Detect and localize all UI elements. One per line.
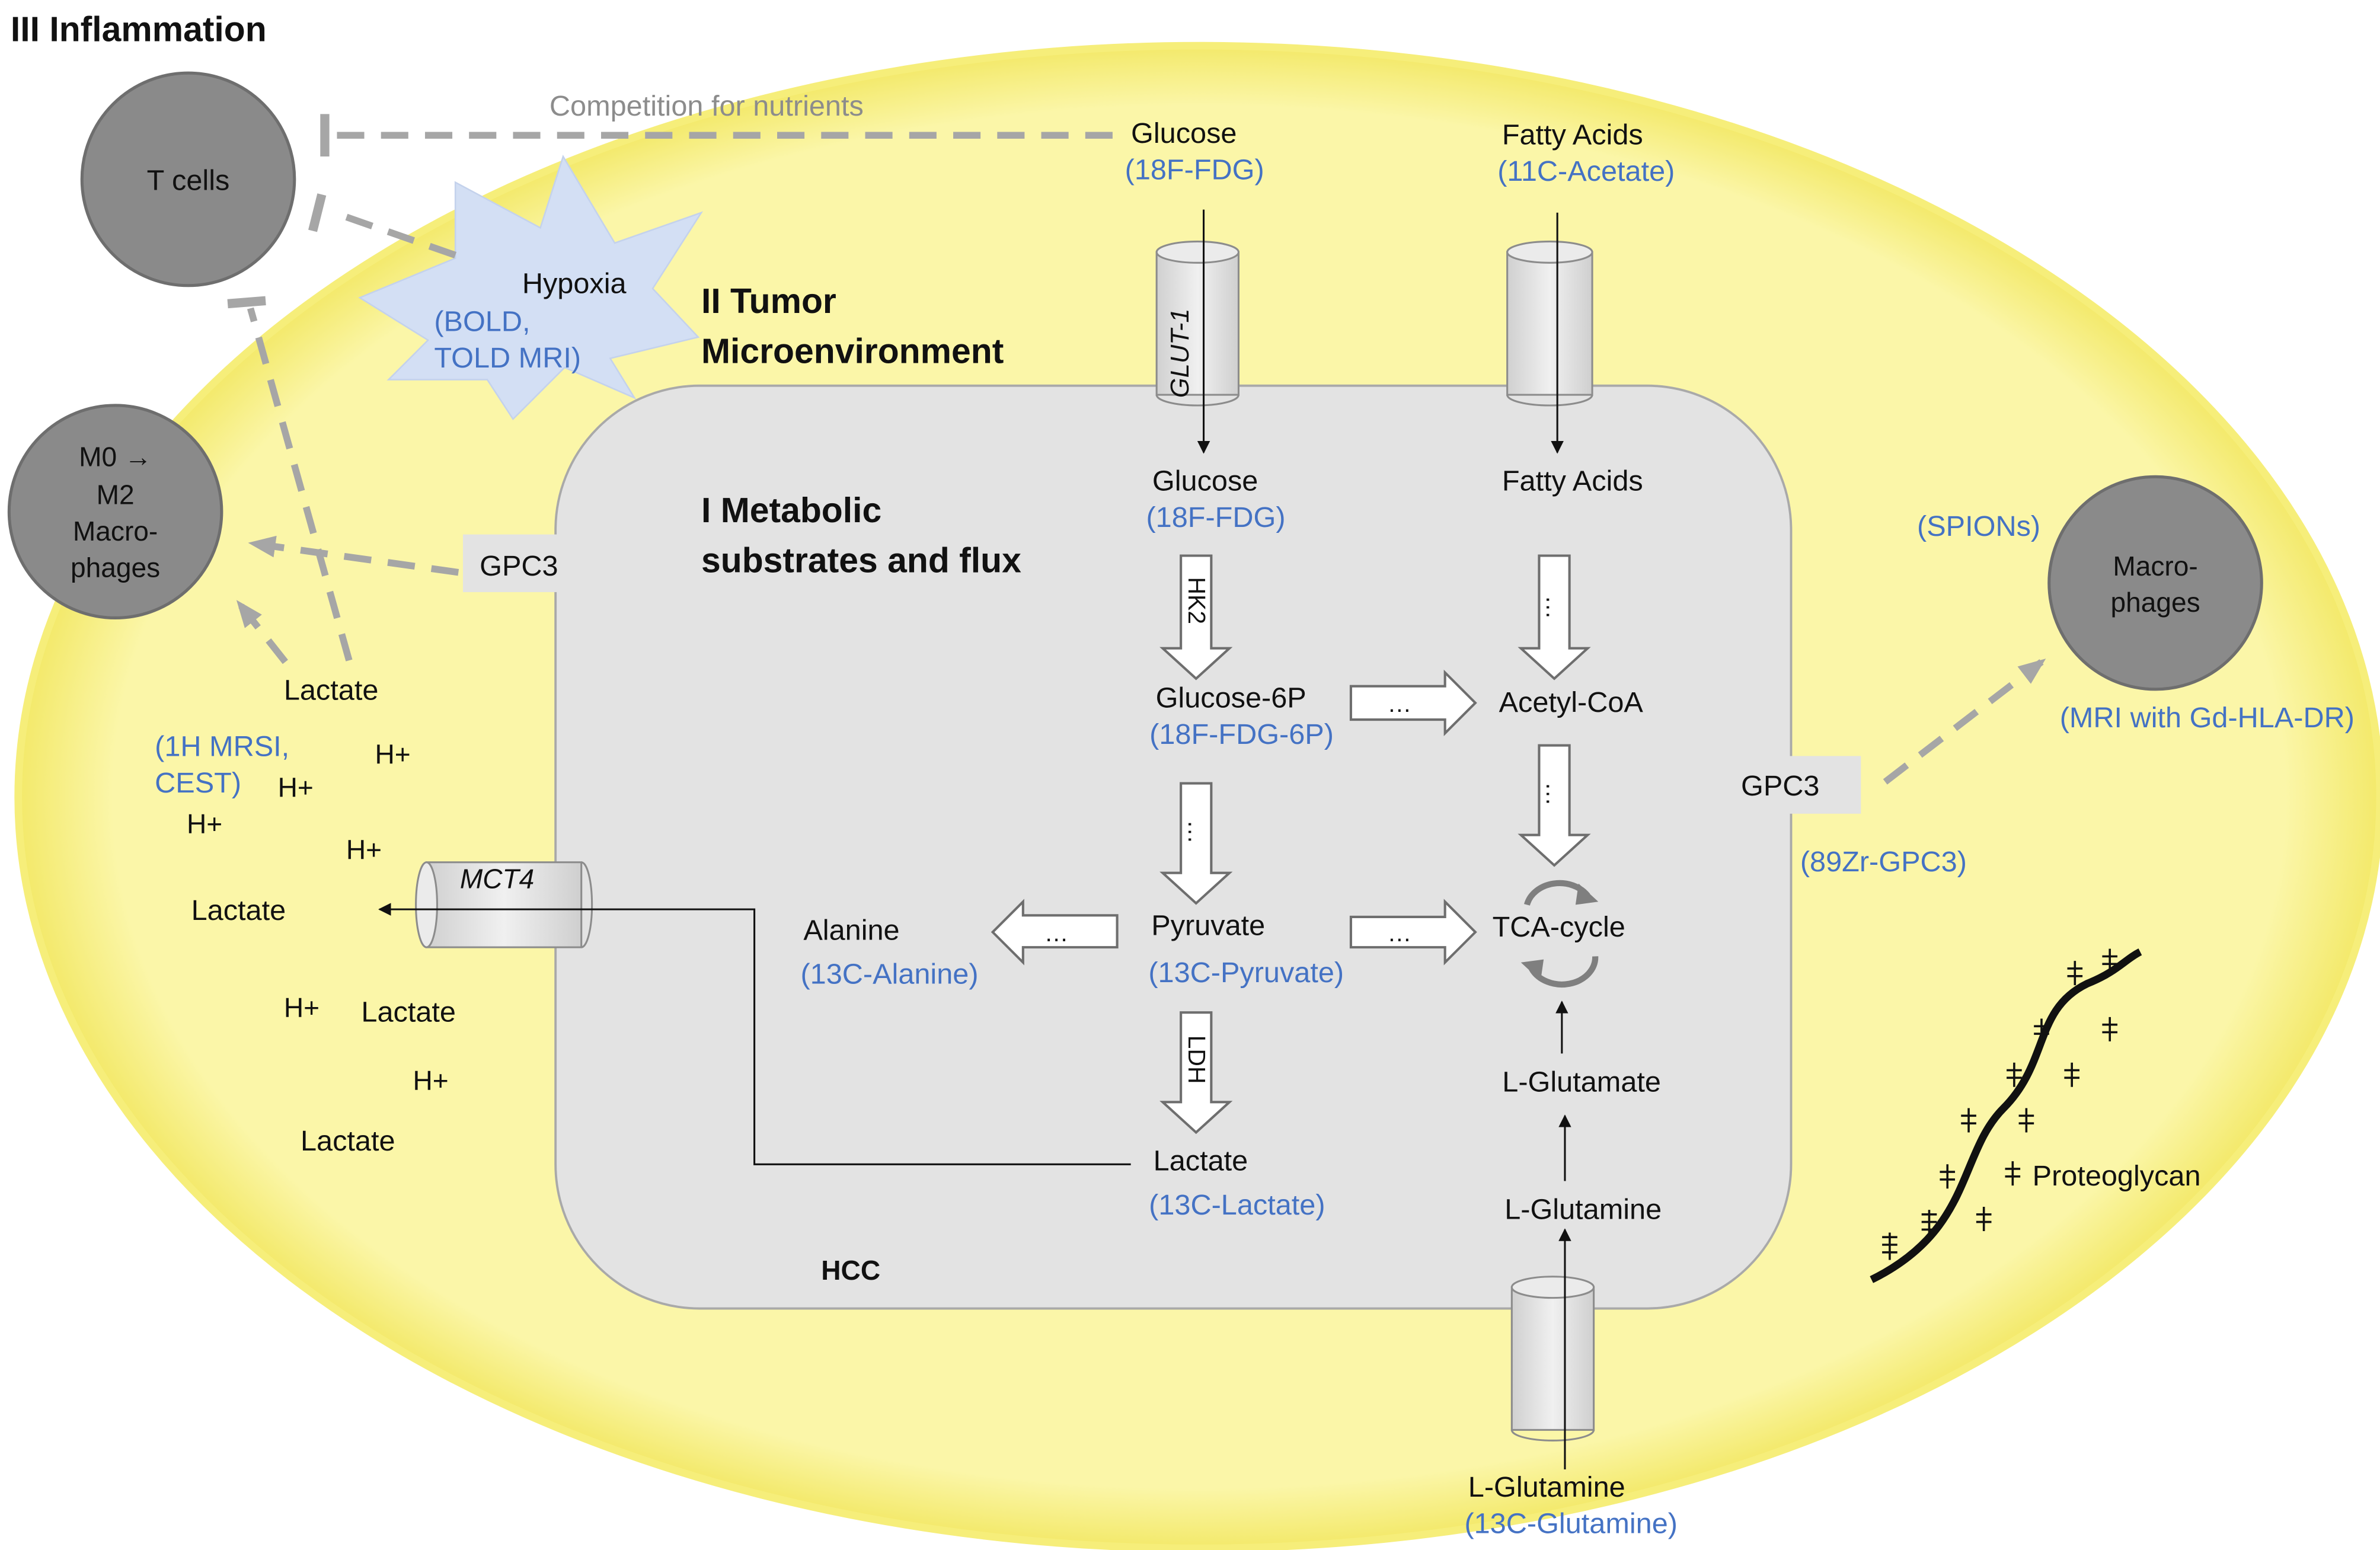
g6p-to-acetylcoa-arrow — [1349, 669, 1477, 737]
alanine-probe: (13C-Alanine) — [800, 958, 978, 990]
proton-5: H+ — [284, 992, 320, 1023]
pyruvate-probe: (13C-Pyruvate) — [1148, 957, 1344, 989]
macro-label-1: Macro- — [2113, 551, 2197, 581]
glut1-transporter — [1155, 240, 1239, 407]
ellipsis-fatty: … — [1541, 595, 1568, 619]
ldh-label: LDH — [1183, 1036, 1210, 1084]
spions-label: (SPIONs) — [1917, 510, 2040, 542]
l-glutamine-in: L-Glutamine — [1504, 1193, 1662, 1225]
gpc3-to-macrophage-line — [1883, 659, 2046, 785]
l-glutamate: L-Glutamate — [1502, 1066, 1661, 1098]
ext-lactate-mid: Lactate — [191, 894, 286, 926]
pyruvate: Pyruvate — [1151, 910, 1265, 942]
inhibition-bar-lactate — [227, 296, 266, 309]
fatty-acids-out: Fatty Acids — [1502, 119, 1643, 151]
macro-probe-label: (MRI with Gd-HLA-DR) — [2060, 702, 2355, 734]
pyruvate-to-alanine-arrow — [991, 899, 1119, 966]
t-cell-label: T cells — [147, 164, 230, 196]
hypoxia-inhibition-line — [333, 209, 457, 258]
g6p-to-pyruvate-arrow — [1159, 782, 1233, 905]
ellipsis-pyruvate-tca: … — [1387, 919, 1411, 947]
lactate-to-m2-line — [236, 600, 288, 664]
gpc3-to-m2-line — [248, 535, 459, 576]
glucose-out-probe: (18F-FDG) — [1125, 154, 1264, 186]
ellipsis-g6p-pyruvate: … — [1183, 820, 1210, 844]
fatty-acid-transporter — [1506, 240, 1593, 407]
proton-6: H+ — [413, 1065, 448, 1096]
m0m2-label-3: Macro- — [73, 516, 158, 547]
glut1-label: GLUT-1 — [1166, 308, 1194, 398]
hypoxia-star — [358, 154, 704, 421]
pyruvate-to-tca-arrow — [1349, 899, 1477, 966]
section-title-microenvironment-1: II Tumor — [701, 282, 836, 321]
t-cell — [80, 71, 296, 287]
m0m2-label-4: phages — [71, 552, 160, 583]
ldh-arrow — [1159, 1011, 1233, 1134]
glutamine-transporter — [1510, 1276, 1595, 1442]
alanine: Alanine — [803, 914, 899, 946]
lactate-probe-2: CEST) — [155, 767, 241, 799]
proton-2: H+ — [278, 772, 314, 803]
proton-1: H+ — [375, 739, 410, 769]
gpc3-probe-label: (89Zr-GPC3) — [1800, 846, 1967, 878]
fatty-to-acetylcoa-arrow — [1518, 554, 1591, 680]
lactate-export-line — [378, 903, 1131, 1165]
fatty-acids-in: Fatty Acids — [1502, 465, 1643, 497]
hypoxia-label: Hypoxia — [522, 268, 627, 300]
hypoxia-probe-1: (BOLD, — [434, 306, 530, 338]
competition-label: Competition for nutrients — [550, 90, 864, 122]
lactate-in: Lactate — [1154, 1145, 1248, 1177]
inhibition-bar-hypoxia — [308, 193, 327, 232]
m0m2-label-2: M2 — [97, 479, 135, 510]
glucose-6p: Glucose-6P — [1156, 682, 1306, 714]
gpc3-right-box — [1724, 756, 1861, 814]
macro-label-2: phages — [2110, 587, 2200, 618]
gpc3-right-label: GPC3 — [1741, 770, 1819, 802]
section-title-metabolic-2: substrates and flux — [701, 542, 1021, 580]
ellipsis-pyruvate-alanine: … — [1044, 919, 1069, 947]
ellipsis-acetylcoa: … — [1541, 782, 1568, 806]
acetylcoa-to-tca-arrow — [1518, 744, 1591, 867]
section-title-inflammation: III Inflammation — [11, 10, 267, 49]
glucose-out: Glucose — [1131, 117, 1237, 149]
l-glutamine-out-probe: (13C-Glutamine) — [1464, 1508, 1678, 1540]
tca-arrowhead-1 — [1575, 883, 1599, 905]
m0-m2-macrophage — [7, 404, 223, 620]
section-title-microenvironment-2: Microenvironment — [701, 332, 1004, 370]
ext-lactate-top: Lactate — [284, 675, 379, 707]
mct4-transporter — [415, 861, 593, 948]
glucose-in: Glucose — [1152, 465, 1258, 497]
tca-cycle: TCA-cycle — [1493, 911, 1625, 943]
ext-lactate-low-2: Lactate — [301, 1125, 395, 1157]
lactate-probe-1: (1H MRSI, — [155, 730, 289, 762]
proton-3: H+ — [187, 808, 222, 839]
ext-lactate-low-1: Lactate — [361, 996, 456, 1028]
gpc3-left-box — [462, 534, 567, 592]
proteoglycan-icon — [1870, 948, 2142, 1283]
acetyl-coa: Acetyl-CoA — [1499, 686, 1644, 718]
tca-arrowhead-2 — [1520, 959, 1544, 981]
ellipsis-g6p-acetylcoa: … — [1387, 690, 1411, 717]
m0m2-label-1: M0 → — [79, 441, 152, 472]
proteoglycan-label: Proteoglycan — [2033, 1160, 2201, 1192]
gpc3-left-label: GPC3 — [480, 550, 558, 582]
glucose-6p-probe: (18F-FDG-6P) — [1149, 718, 1334, 750]
lactate-in-probe: (13C-Lactate) — [1149, 1189, 1325, 1221]
section-title-metabolic-1: I Metabolic — [701, 491, 881, 530]
hk2-label: HK2 — [1183, 577, 1210, 624]
macrophage — [2047, 475, 2263, 691]
hypoxia-probe-2: TOLD MRI) — [434, 342, 581, 374]
hcc-label: HCC — [821, 1255, 880, 1286]
l-glutamine-out: L-Glutamine — [1468, 1471, 1625, 1503]
mct4-label: MCT4 — [460, 863, 534, 894]
glucose-in-probe: (18F-FDG) — [1146, 501, 1285, 533]
fatty-acids-out-probe: (11C-Acetate) — [1497, 155, 1675, 187]
lactate-to-tcell-line — [247, 307, 353, 661]
hk2-arrow — [1159, 554, 1233, 680]
proton-4: H+ — [346, 835, 382, 865]
